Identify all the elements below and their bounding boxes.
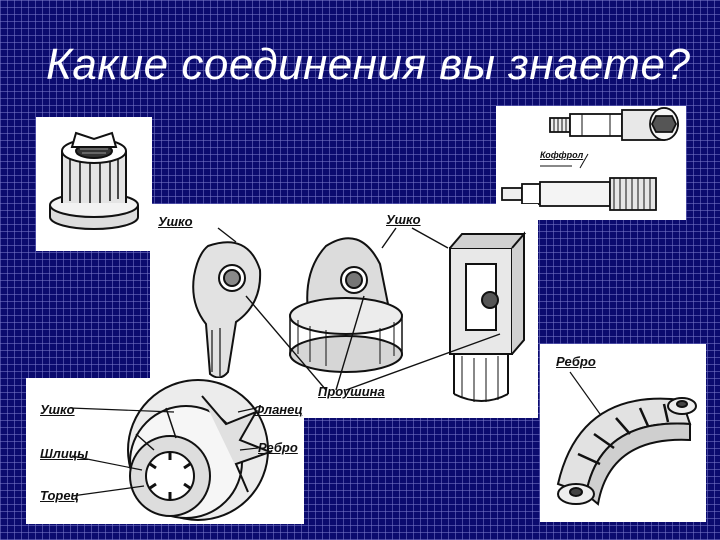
label-lug: Проушина bbox=[318, 384, 385, 399]
bolts-callout: Коффрол bbox=[540, 150, 584, 160]
eye-lug-figure: Ушко Ушко Проушина bbox=[150, 204, 538, 418]
ribbed-arch-icon bbox=[556, 371, 697, 506]
splined-hub-figure: Ушко Шлицы Торец Фланец Ребро bbox=[26, 378, 304, 524]
bushing-figure bbox=[36, 117, 152, 251]
ribbed-arch-figure: Ребро bbox=[540, 344, 706, 522]
threaded-bushing-icon bbox=[49, 131, 139, 230]
label-rib-arch: Ребро bbox=[556, 354, 596, 369]
label-end: Торец bbox=[40, 488, 79, 503]
label-eye: Ушко bbox=[40, 402, 75, 417]
label-eye-left: Ушко bbox=[158, 214, 193, 229]
label-rib: Ребро bbox=[258, 440, 298, 455]
threaded-bolts-icon bbox=[501, 107, 679, 211]
splined-hub-icon bbox=[69, 379, 273, 521]
bolts-figure: Коффрол bbox=[496, 106, 686, 220]
eye-lug-parts-icon bbox=[192, 227, 527, 402]
label-splines: Шлицы bbox=[40, 446, 89, 461]
label-flange: Фланец bbox=[254, 402, 303, 417]
slide-title: Какие соединения вы знаете? bbox=[46, 40, 691, 89]
label-eye-right: Ушко bbox=[386, 212, 421, 227]
